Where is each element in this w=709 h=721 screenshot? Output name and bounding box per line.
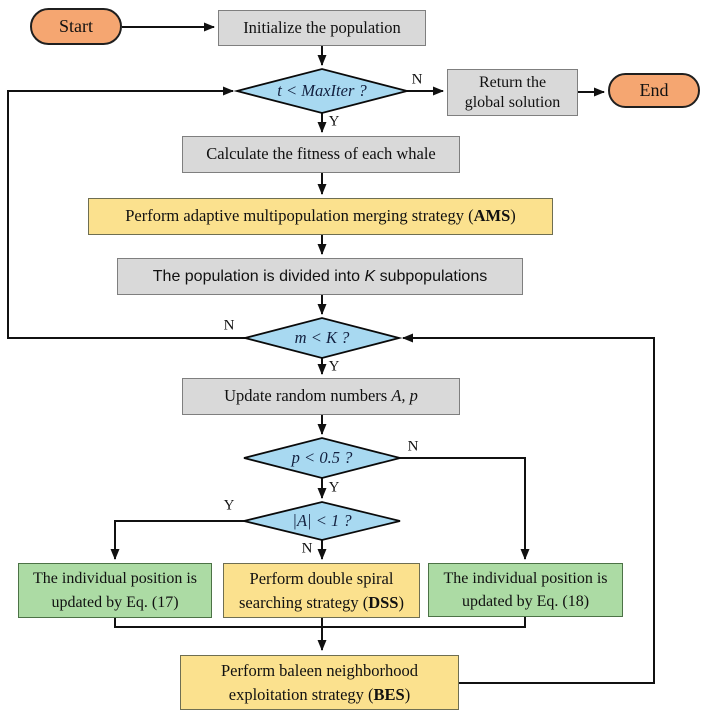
ams-pre: Perform adaptive multipopulation merging… — [125, 206, 474, 226]
k-subpopulations-box: The population is divided into K subpopu… — [117, 258, 523, 295]
update-random-label: Update random numbers A, p — [224, 386, 418, 407]
decision-a-label: |A| < 1 ? — [292, 511, 352, 530]
dss-label: Perform double spiral searching strategy … — [239, 567, 404, 615]
bes-label: Perform baleen neighborhood exploitation … — [221, 659, 418, 707]
label-mk-no: N — [223, 317, 235, 334]
bes-abbr: BES — [373, 684, 405, 704]
ams-strategy-box: Perform adaptive multipopulation merging… — [88, 198, 553, 235]
ams-label: Perform adaptive multipopulation merging… — [125, 206, 516, 227]
return-solution-box: Return the global solution — [447, 69, 578, 116]
return-line2: global solution — [464, 93, 561, 111]
return-label: Return the global solution — [465, 73, 561, 113]
ksub-pre: The population is divided into — [152, 267, 365, 285]
eq17-line1: The individual position is — [33, 570, 197, 588]
bes-line2-pre: exploitation strategy ( — [228, 684, 374, 704]
k-subpopulations-label: The population is divided into K subpopu… — [153, 267, 487, 287]
decision-mk-diamond — [241, 317, 403, 359]
eq18-label: The individual position is updated by Eq.… — [444, 567, 608, 613]
calc-fitness-label: Calculate the fitness of each whale — [206, 144, 436, 164]
eq18-line1: The individual position is — [443, 569, 608, 587]
dss-abbr: DSS — [368, 592, 399, 612]
dss-line2-pre: searching strategy ( — [239, 592, 369, 612]
decision-p-diamond — [243, 437, 401, 479]
return-line1: Return the — [478, 73, 547, 91]
update-random-box: Update random numbers A, p — [182, 378, 460, 415]
edge-bes-loop-right — [402, 333, 655, 684]
end-terminator: End — [608, 73, 700, 108]
update-vars: A, p — [391, 386, 418, 406]
edge-bottom-join — [114, 617, 526, 628]
decision-maxiter-label: t < MaxIter ? — [277, 81, 367, 100]
label-maxiter-yes: Y — [328, 113, 340, 130]
label-a-yes: Y — [223, 497, 235, 514]
label-a-no: N — [301, 540, 313, 557]
ksub-var: K — [364, 267, 376, 285]
decision-a-diamond — [243, 501, 401, 541]
decision-maxiter-diamond — [233, 68, 411, 114]
label-p-yes: Y — [328, 479, 340, 496]
bes-post: ) — [404, 684, 411, 704]
start-label: Start — [59, 16, 93, 37]
ams-post: ) — [510, 206, 516, 226]
eq17-line2: updated by Eq. (17) — [51, 593, 179, 611]
end-label: End — [639, 80, 669, 101]
start-terminator: Start — [30, 8, 122, 45]
eq18-line2: updated by Eq. (18) — [461, 593, 590, 610]
ams-abbr: AMS — [473, 206, 511, 226]
decision-mk-label: m < K ? — [294, 328, 350, 347]
dss-post: ) — [398, 592, 404, 612]
initialize-population-box: Initialize the population — [218, 10, 426, 46]
dss-strategy-box: Perform double spiral searching strategy … — [223, 563, 420, 618]
eq17-position-box: The individual position is updated by Eq.… — [18, 563, 212, 618]
edge-a-yes-eq17 — [110, 520, 244, 560]
edge-mk-no-loop-left — [7, 86, 245, 339]
decision-p-label: p < 0.5 ? — [291, 448, 353, 467]
ksub-post: subpopulations — [375, 267, 488, 285]
initialize-label: Initialize the population — [243, 17, 401, 37]
bes-strategy-box: Perform baleen neighborhood exploitation … — [180, 655, 459, 710]
bes-line1: Perform baleen neighborhood — [220, 660, 419, 680]
edge-p-no-eq18 — [400, 457, 530, 560]
eq18-position-box: The individual position is updated by Eq.… — [428, 563, 623, 617]
dss-line1: Perform double spiral — [249, 568, 394, 588]
label-maxiter-no: N — [411, 71, 423, 88]
calc-fitness-box: Calculate the fitness of each whale — [182, 136, 460, 173]
eq17-label: The individual position is updated by Eq.… — [33, 567, 197, 613]
label-p-no: N — [407, 438, 419, 455]
update-pre: Update random numbers — [224, 386, 392, 406]
label-mk-yes: Y — [328, 358, 340, 375]
